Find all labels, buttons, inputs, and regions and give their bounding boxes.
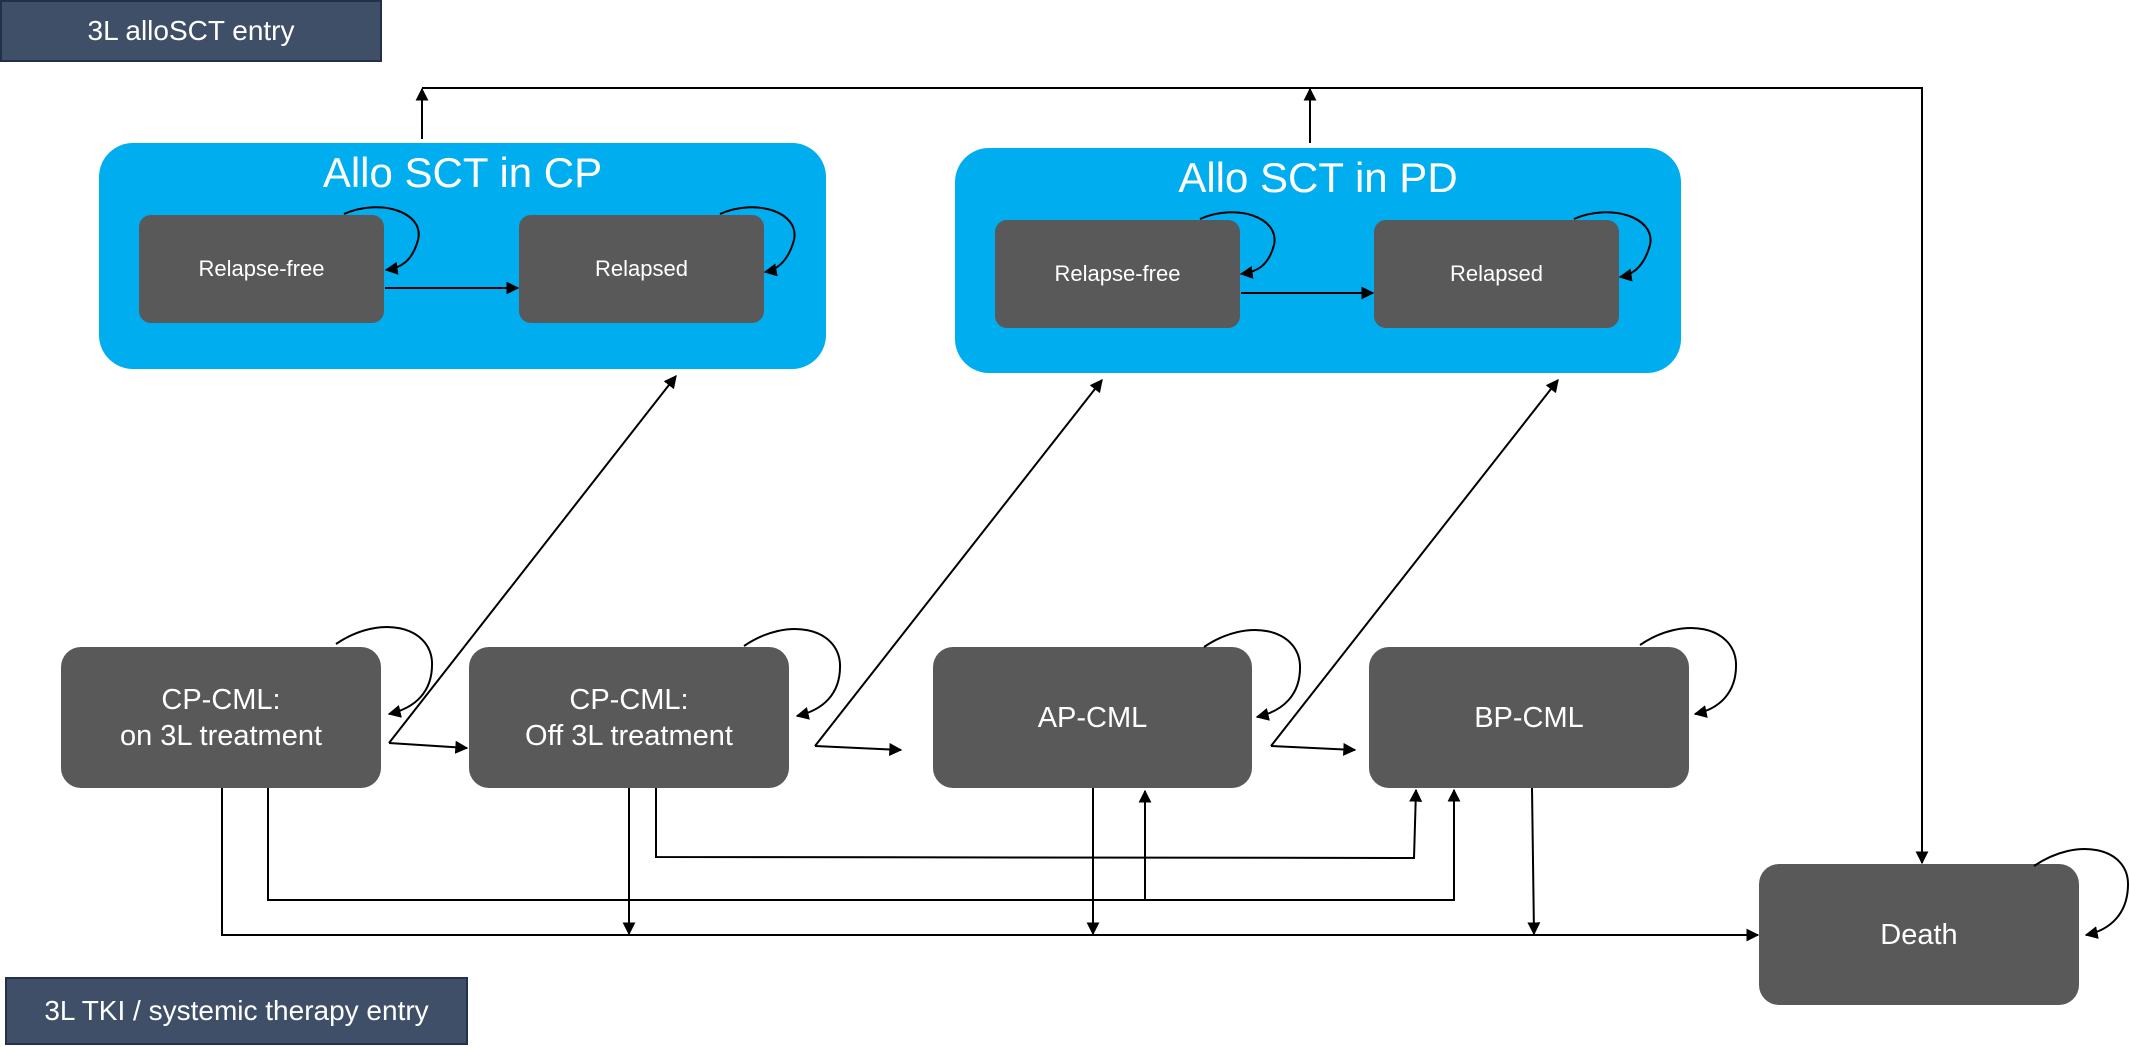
loop-pd-relapse-free — [1199, 211, 1276, 279]
loop-cp-relapsed — [719, 206, 796, 277]
ap-cml-label: AP-CML — [1037, 701, 1148, 734]
cp-cml-on-line1: CP-CML: — [161, 683, 281, 716]
arrow-cp-on-to-allo-cp — [388, 374, 677, 744]
cp-cml-off-line1: CP-CML: — [569, 683, 689, 716]
cp-cml-off-treatment-state: CP-CML: Off 3L treatment — [469, 647, 789, 788]
allo-sct-pd-title: Allo SCT in PD — [1178, 154, 1458, 201]
cp-relapsed-label: Relapsed — [595, 256, 688, 281]
arrow-bottom-bus-to-death — [221, 788, 1760, 942]
arrow-cp-off-to-bp — [655, 788, 1423, 860]
allosct-entry-label: 3L alloSCT entry — [0, 0, 382, 62]
arrow-ap-to-allo-pd — [1270, 378, 1559, 747]
allo-sct-cp-title: Allo SCT in CP — [322, 149, 603, 196]
bp-cml-state: BP-CML — [1369, 647, 1689, 788]
arrow-bp-down — [1527, 787, 1541, 936]
loop-ap — [1203, 629, 1302, 721]
pd-relapse-free-label: Relapse-free — [1054, 261, 1181, 286]
loop-cp-on — [335, 626, 434, 718]
loop-pd-relapsed — [1573, 211, 1652, 282]
arrow-top-line-to-death — [422, 87, 1929, 865]
pd-relapse-free-state: Relapse-free — [995, 220, 1240, 328]
loop-bp — [1639, 627, 1738, 718]
arrow-cp-on-to-bp — [267, 788, 1461, 901]
pd-relapsed-state: Relapsed — [1374, 220, 1619, 328]
arrow-cp-on-to-cp-off — [388, 740, 469, 754]
death-state: Death — [1759, 864, 2079, 1005]
cp-relapse-free-label: Relapse-free — [198, 256, 325, 281]
loop-death — [2033, 848, 2130, 939]
tki-entry-label: 3L TKI / systemic therapy entry — [5, 977, 468, 1045]
cp-cml-on-line2: on 3L treatment — [119, 719, 323, 752]
arrow-ap-to-bp — [1270, 742, 1357, 756]
cp-relapsed-state: Relapsed — [519, 215, 764, 323]
cp-cml-off-line2: Off 3L treatment — [525, 719, 733, 752]
loop-cp-off — [743, 628, 842, 720]
loop-cp-relapse-free — [343, 206, 420, 275]
death-label: Death — [1880, 918, 1958, 951]
cp-relapse-free-state: Relapse-free — [139, 215, 384, 323]
arrow-cp-off-to-allo-pd — [814, 378, 1103, 747]
ap-cml-state: AP-CML — [933, 647, 1252, 788]
bp-cml-label: BP-CML — [1474, 701, 1584, 734]
arrow-cp-off-to-ap — [814, 742, 903, 756]
cp-cml-on-treatment-state: CP-CML: on 3L treatment — [61, 647, 381, 788]
pd-relapsed-label: Relapsed — [1450, 261, 1543, 286]
